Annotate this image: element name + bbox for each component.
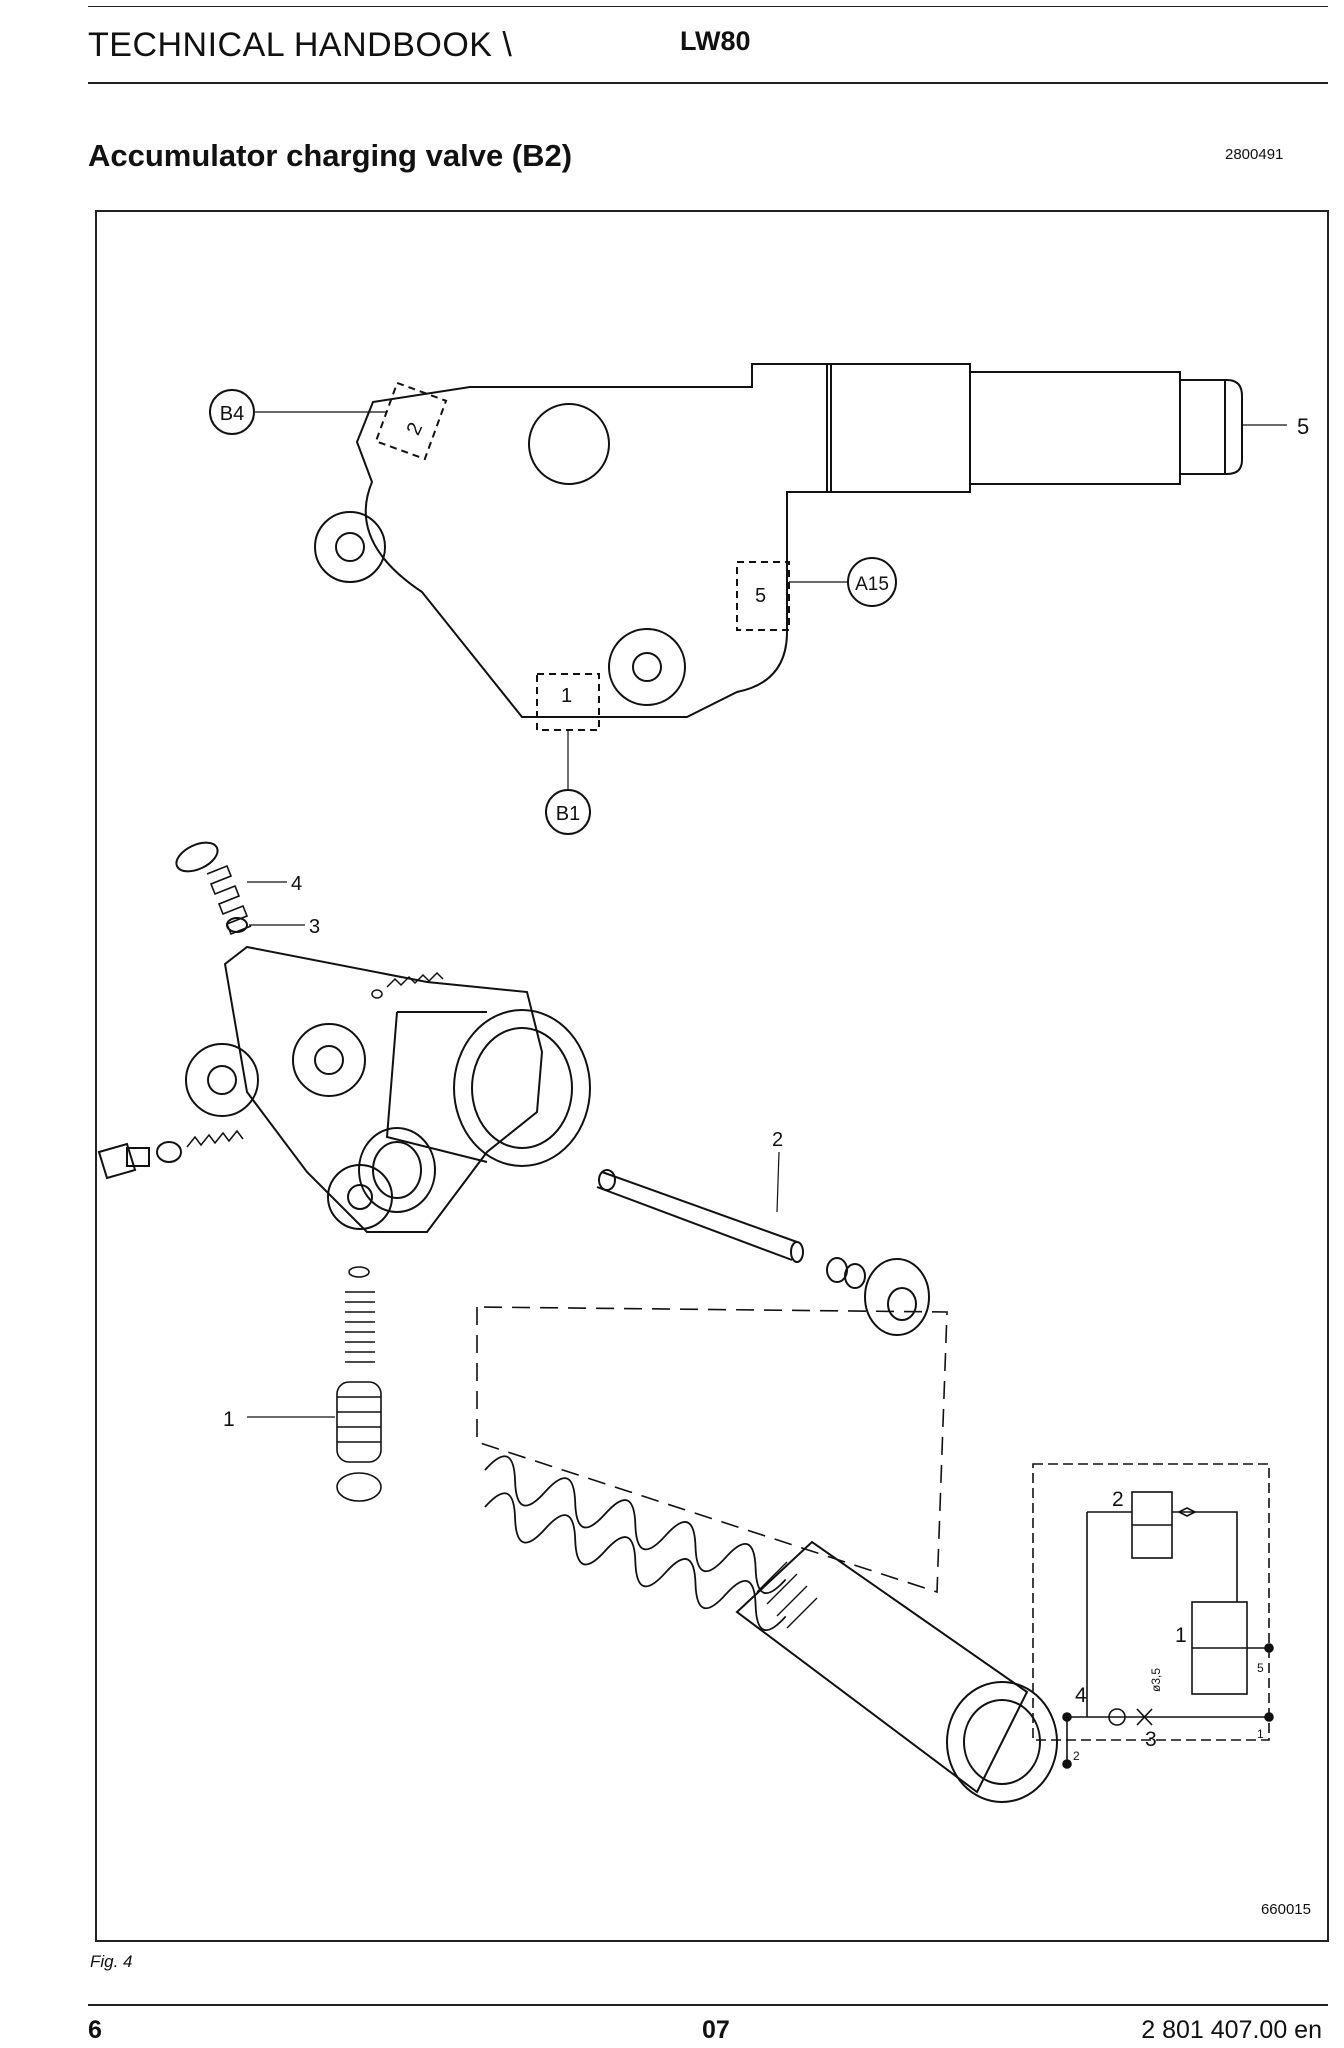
figure-caption: Fig. 4 xyxy=(90,1952,133,1971)
callout-5: 5 xyxy=(1297,414,1309,439)
main-spring xyxy=(484,1455,787,1632)
page-number: 6 xyxy=(88,2016,102,2044)
port-number-2: 2 xyxy=(403,419,428,438)
spring-4 xyxy=(206,864,252,936)
port-label-b4: B4 xyxy=(209,389,255,435)
port-number-5: 5 xyxy=(755,585,766,607)
callout-3: 3 xyxy=(309,916,320,938)
header-rule xyxy=(88,82,1328,84)
svg-text:A15: A15 xyxy=(855,574,889,595)
callout-2: 2 xyxy=(772,1129,783,1151)
figure-id: 660015 xyxy=(1260,1901,1311,1918)
schematic-label-2: 2 xyxy=(1112,1488,1124,1511)
top-rule xyxy=(88,6,1328,7)
hydraulic-schematic xyxy=(1032,1463,1274,1769)
threaded-plug xyxy=(735,1540,1058,1803)
chapter-number: 07 xyxy=(702,2016,730,2044)
figure-frame: 2 5 1 B4 A15 B1 5 4 xyxy=(95,210,1329,1942)
callout-4: 4 xyxy=(291,873,302,895)
model-name: LW80 xyxy=(680,26,751,56)
svg-text:B4: B4 xyxy=(220,403,244,425)
port-number-1: 1 xyxy=(561,685,572,707)
svg-text:B1: B1 xyxy=(556,803,580,825)
plug-screw xyxy=(97,1129,244,1180)
schematic-port-5: 5 xyxy=(1257,1661,1264,1675)
insert-3 xyxy=(226,917,248,933)
callout-1: 1 xyxy=(223,1408,235,1431)
spool-2 xyxy=(596,1169,930,1336)
section-title: Accumulator charging valve (B2) xyxy=(88,138,573,173)
schematic-label-3: 3 xyxy=(1145,1728,1157,1751)
port-label-b1: B1 xyxy=(545,789,591,835)
port-cavities xyxy=(374,381,790,731)
document-reference: 2800491 xyxy=(1225,146,1284,163)
document-number: 2 801 407.00 en xyxy=(1141,2016,1322,2044)
port-label-a15: A15 xyxy=(847,557,897,607)
schematic-port-2: 2 xyxy=(1073,1749,1080,1763)
spring-stack-1 xyxy=(336,1266,382,1502)
footer-rule xyxy=(88,2004,1328,2006)
schematic-port-1: 1 xyxy=(1257,1727,1264,1741)
handbook-title: TECHNICAL HANDBOOK \ xyxy=(88,26,513,64)
exploded-view-drawing: 2 5 1 B4 A15 B1 5 4 xyxy=(97,363,1309,1803)
housing-exploded xyxy=(185,945,591,1233)
spring-small-upper xyxy=(371,971,444,999)
assembly-dashed-line xyxy=(476,1306,948,1594)
orifice-label: ø3,5 xyxy=(1149,1668,1163,1692)
schematic-label-1: 1 xyxy=(1175,1624,1187,1647)
schematic-label-4: 4 xyxy=(1075,1684,1087,1707)
valve-housing xyxy=(314,363,1243,718)
retaining-ring-4 xyxy=(175,841,219,873)
